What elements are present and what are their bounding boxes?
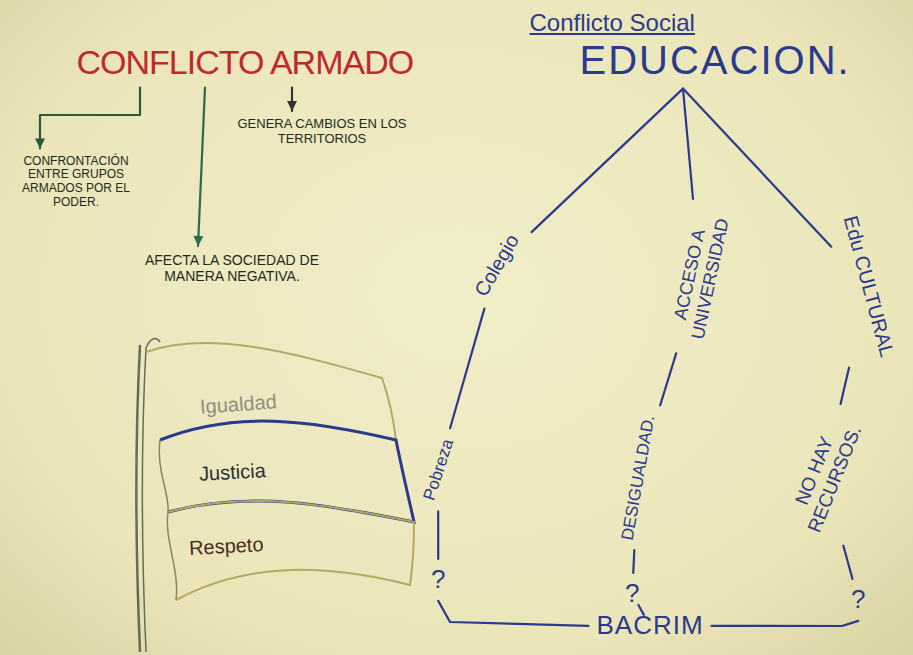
connector-line bbox=[633, 550, 634, 573]
node-text: Respeto bbox=[188, 533, 264, 560]
connector-line bbox=[841, 368, 850, 404]
node-text: Edu CULTURAL bbox=[838, 213, 898, 359]
node-text: DESIGUALDAD. bbox=[617, 414, 658, 542]
connector-line bbox=[712, 621, 859, 626]
connector-line bbox=[660, 353, 676, 405]
node-text: Justicia bbox=[198, 459, 266, 485]
node-text: Conflicto Social bbox=[530, 9, 851, 37]
connector-line bbox=[438, 511, 439, 559]
flag-pole bbox=[136, 345, 140, 652]
flag-band-label: Igualdad bbox=[195, 388, 281, 421]
connector-arrow bbox=[35, 88, 140, 149]
question-mark: ? bbox=[427, 563, 449, 597]
problem-word: NO HAY RECURSOS. bbox=[778, 408, 869, 542]
main-topic: CONFLICTO ARMADO bbox=[73, 41, 418, 84]
node-text: CONFRONTACIÓN ENTRE GRUPOS ARMADOS POR E… bbox=[8, 155, 145, 210]
flag-band-label: Respeto bbox=[184, 530, 268, 561]
node-subtext: EDUCACION. bbox=[580, 37, 851, 83]
question-mark: ? bbox=[621, 577, 643, 611]
flag-edge bbox=[159, 440, 176, 600]
connector-line bbox=[843, 546, 852, 579]
branch-note: CONFRONTACIÓN ENTRE GRUPOS ARMADOS POR E… bbox=[4, 153, 149, 212]
node-text: AFECTA LA SOCIEDAD DE MANERA NEGATIVA. bbox=[119, 252, 346, 284]
node-text: ACCESO A UNIVERSIDAD bbox=[666, 207, 734, 345]
node-text: BACRIM bbox=[597, 611, 704, 641]
flag-pole-top bbox=[146, 339, 160, 348]
connector-line bbox=[532, 89, 683, 233]
node-text: ? bbox=[431, 565, 445, 595]
branch-note: AFECTA LA SOCIEDAD DE MANERA NEGATIVA. bbox=[115, 250, 350, 286]
node-text: Pobreza bbox=[419, 437, 457, 503]
node-text: ? bbox=[625, 579, 639, 609]
node-text: CONFLICTO ARMADO bbox=[77, 43, 414, 82]
flag-band bbox=[146, 343, 396, 440]
node-text: Igualdad bbox=[199, 390, 277, 418]
flag-band-label: Justicia bbox=[194, 457, 270, 488]
result-word: BACRIM bbox=[593, 609, 708, 643]
node-text: NO HAY RECURSOS. bbox=[782, 412, 866, 537]
flag-pole bbox=[142, 348, 146, 652]
branch-note: GENERA CAMBIOS EN LOS TERRITORIOS bbox=[220, 115, 425, 149]
branch-word: ACCESO A UNIVERSIDAD bbox=[663, 203, 736, 349]
question-mark: ? bbox=[847, 583, 869, 617]
node-text: Colegio bbox=[470, 230, 524, 300]
connector-line bbox=[438, 601, 588, 626]
connector-arrow bbox=[193, 88, 205, 246]
problem-word: Pobreza bbox=[416, 432, 460, 507]
branch-word: Edu CULTURAL bbox=[835, 208, 901, 363]
flag-band bbox=[160, 421, 414, 522]
main-topic: Conflicto SocialEDUCACION. bbox=[526, 7, 855, 85]
connector-arrow bbox=[287, 88, 297, 111]
node-text: GENERA CAMBIOS EN LOS TERRITORIOS bbox=[224, 117, 421, 147]
node-text: ? bbox=[851, 585, 865, 615]
connector-line bbox=[450, 309, 484, 429]
flag-band bbox=[168, 501, 414, 600]
branch-word: Colegio bbox=[466, 225, 527, 304]
connector-line bbox=[683, 89, 693, 199]
problem-word: DESIGUALDAD. bbox=[615, 409, 662, 546]
